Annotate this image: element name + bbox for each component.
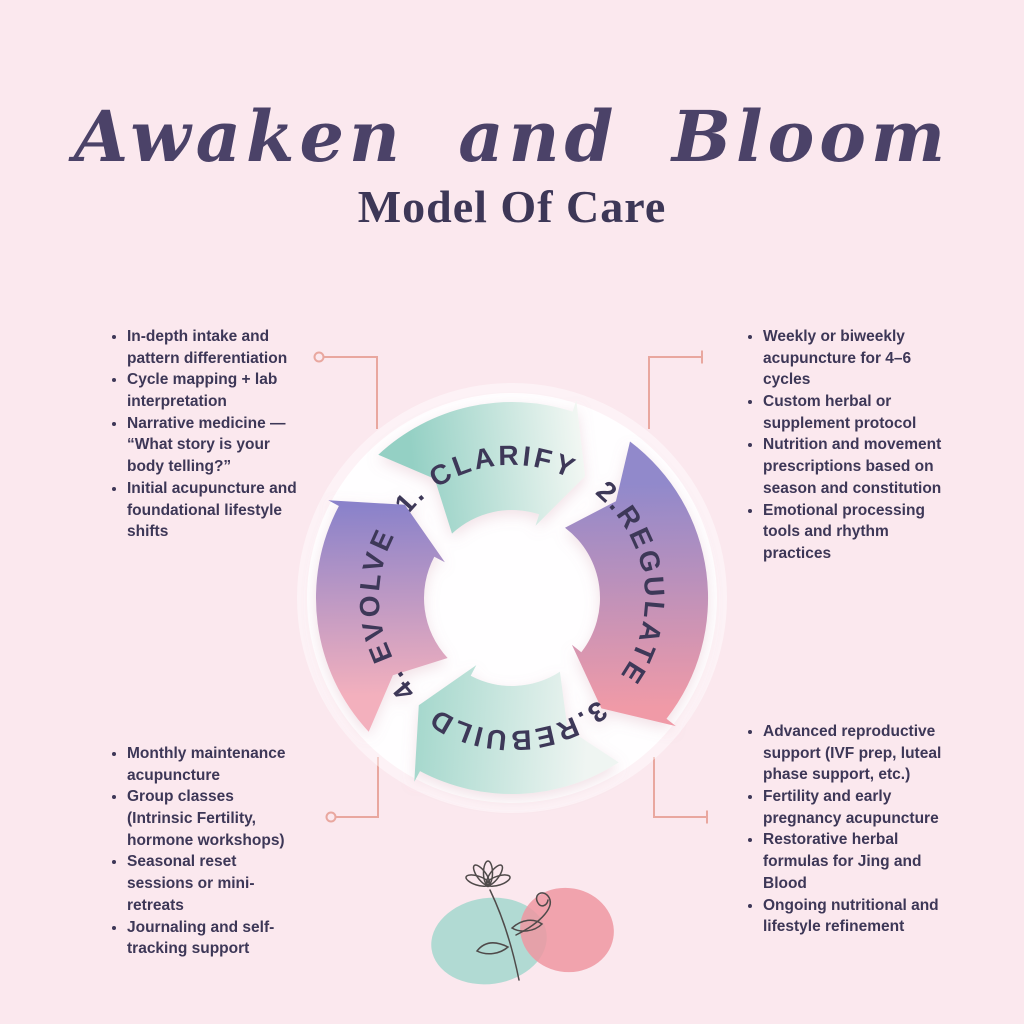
connector-bottom-left bbox=[325, 757, 379, 823]
flower-line-art bbox=[465, 860, 551, 981]
list-item: In-depth intake and pattern differentiat… bbox=[127, 326, 305, 369]
connector-top-left bbox=[313, 351, 378, 429]
list-item: Advanced reproductive support (IVF prep,… bbox=[763, 721, 947, 786]
clarify-notes-list: In-depth intake and pattern differentiat… bbox=[108, 326, 305, 543]
connector-dot bbox=[325, 811, 337, 823]
connector-line bbox=[323, 356, 378, 429]
bottom-decoration bbox=[431, 860, 614, 985]
regulate-notes-list: Weekly or biweekly acupuncture for 4–6 c… bbox=[744, 326, 947, 565]
list-item: Journaling and self-tracking support bbox=[127, 917, 299, 960]
watercolor-blob-teal bbox=[431, 897, 547, 985]
connector-top-right bbox=[648, 350, 703, 429]
evolve-notes-list: Monthly maintenance acupuncture Group cl… bbox=[108, 743, 299, 960]
cycle-segment-evolve bbox=[315, 500, 448, 732]
connector-lines bbox=[313, 350, 708, 824]
cycle-segment-regulate bbox=[565, 441, 709, 727]
connector-bottom-right bbox=[653, 757, 708, 824]
cycle-segment-rebuild bbox=[414, 665, 619, 795]
connector-line bbox=[335, 757, 379, 818]
cycle-segment-clarify bbox=[378, 400, 586, 534]
brand-title: Awaken and Bloom bbox=[73, 95, 951, 178]
list-item: Custom herbal or supplement protocol bbox=[763, 391, 947, 434]
list-item: Group classes (Intrinsic Fertility, horm… bbox=[127, 786, 299, 851]
connector-dot bbox=[313, 351, 325, 363]
watercolor-blob-pink bbox=[520, 887, 614, 973]
page-title: Model Of Care bbox=[357, 181, 667, 232]
list-item: Monthly maintenance acupuncture bbox=[127, 743, 299, 786]
list-item: Weekly or biweekly acupuncture for 4–6 c… bbox=[763, 326, 947, 391]
connector-line bbox=[653, 757, 707, 818]
connector-line bbox=[648, 356, 702, 429]
title-block: Awaken and Bloom Model Of Care bbox=[0, 98, 1024, 233]
list-item: Emotional processing tools and rhythm pr… bbox=[763, 500, 947, 565]
list-item: Nutrition and movement prescriptions bas… bbox=[763, 434, 947, 499]
list-item: Narrative medicine — “What story is your… bbox=[127, 413, 305, 478]
list-item: Fertility and early pregnancy acupunctur… bbox=[763, 786, 947, 829]
list-item: Restorative herbal formulas for Jing and… bbox=[763, 829, 947, 894]
list-item: Ongoing nutritional and lifestyle refine… bbox=[763, 895, 947, 938]
list-item: Seasonal reset sessions or mini-retreats bbox=[127, 851, 299, 916]
rebuild-notes-list: Advanced reproductive support (IVF prep,… bbox=[744, 721, 947, 938]
list-item: Cycle mapping + lab interpretation bbox=[127, 369, 305, 412]
list-item: Initial acupuncture and foundational lif… bbox=[127, 478, 305, 543]
